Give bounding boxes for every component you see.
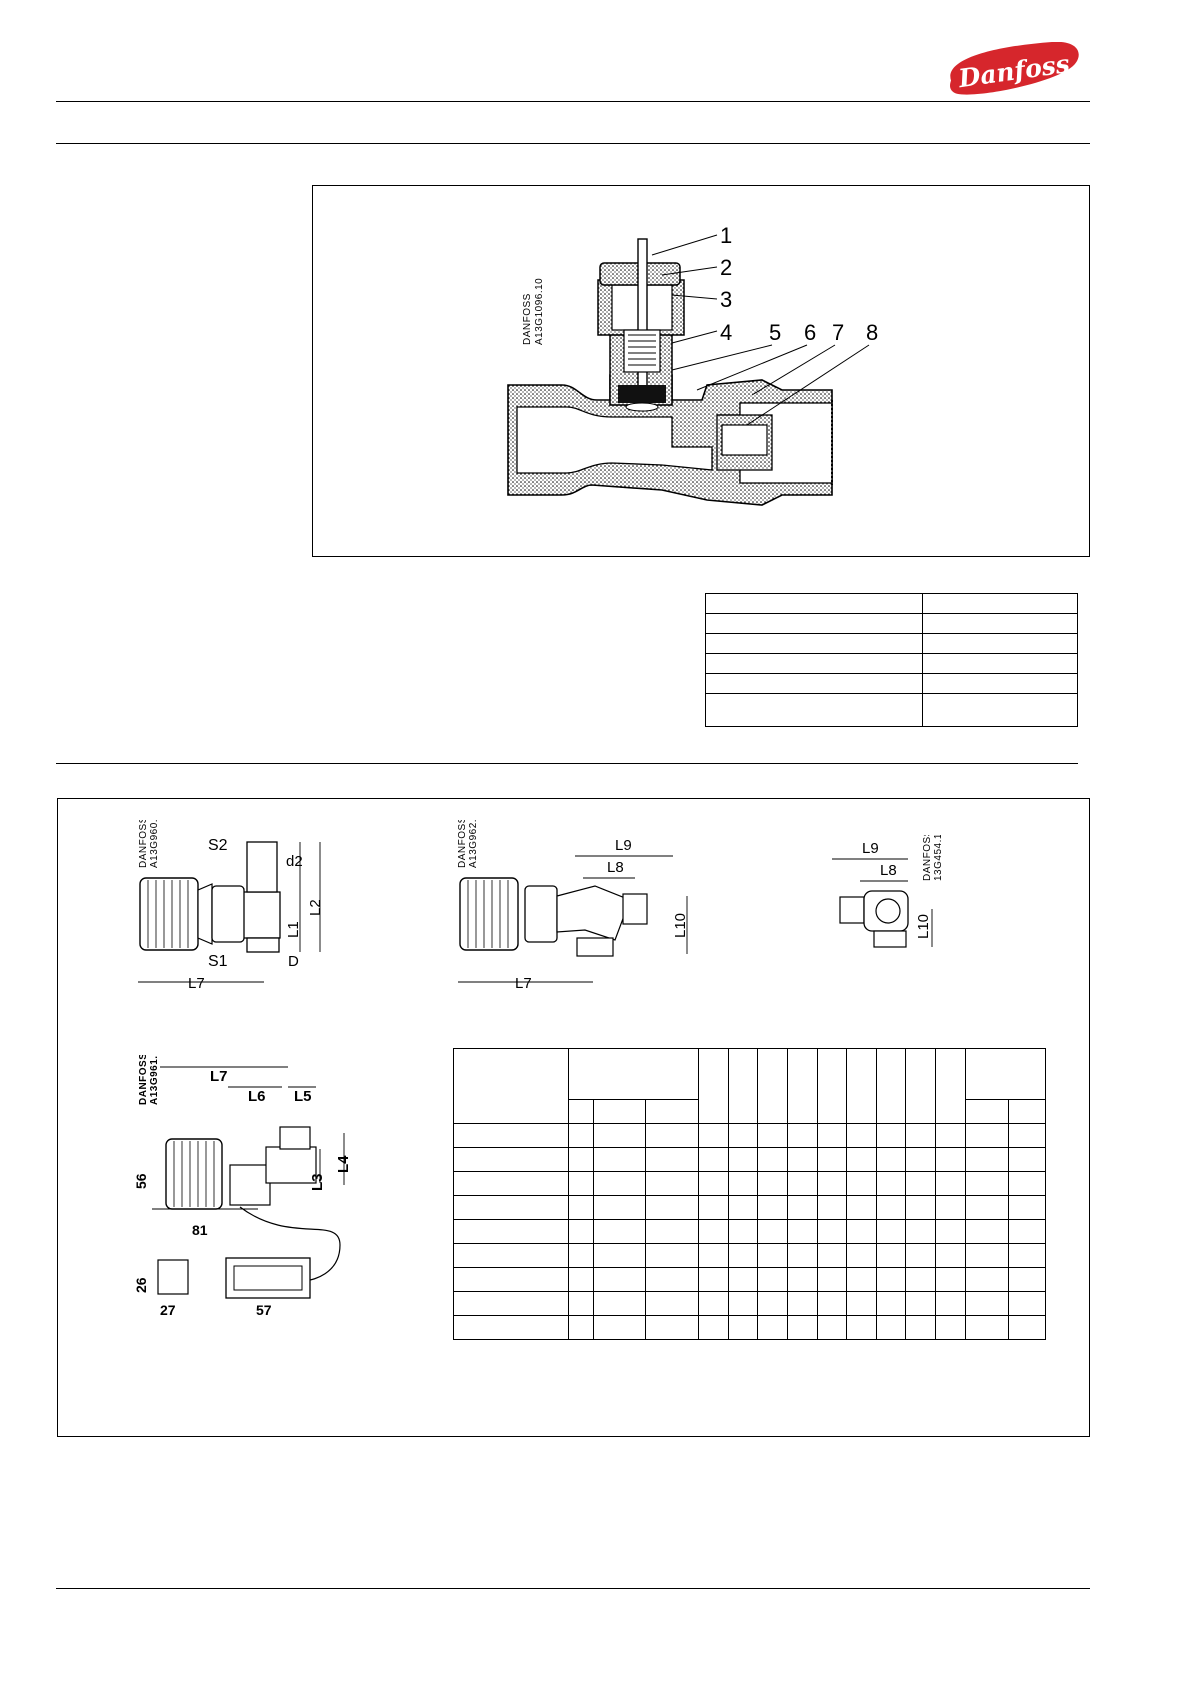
fig1-label-l1: L1 bbox=[285, 921, 302, 938]
table-row bbox=[452, 1243, 1047, 1268]
fig1-label-l7: L7 bbox=[188, 975, 205, 990]
table-row bbox=[452, 1123, 1047, 1148]
callout-3: 3 bbox=[720, 287, 732, 312]
dimension-figure-3: DANFOSS 13G454.10 L9 L8 L10 bbox=[832, 835, 944, 948]
table-row bbox=[452, 1171, 1047, 1196]
callout-8: 8 bbox=[866, 320, 878, 345]
header-rule-second bbox=[56, 143, 1090, 144]
table-row bbox=[452, 1219, 1047, 1244]
fig1-label-s1: S1 bbox=[208, 953, 228, 970]
fig3-label-l10: L10 bbox=[915, 914, 932, 939]
fig2-label-l10: L10 bbox=[672, 913, 689, 938]
fig2-label-l8: L8 bbox=[607, 859, 624, 876]
callout-4: 4 bbox=[720, 320, 732, 345]
valve-section-drawing: DANFOSS A13G1096.10 1 2 3 4 5 6 7 8 bbox=[507, 223, 878, 506]
header-rule-top bbox=[56, 101, 1090, 102]
fig3-label-l9: L9 bbox=[862, 840, 879, 857]
fig1-code-line1: DANFOSS bbox=[138, 820, 149, 868]
table-row bbox=[452, 1195, 1047, 1220]
fig4-label-56: 56 bbox=[133, 1173, 149, 1189]
table-row bbox=[705, 693, 1078, 727]
fig2-label-l7: L7 bbox=[515, 975, 532, 990]
dimension-figure-4: DANFOSS A13G961.10 L7 L6 L5 L4 L3 56 81 … bbox=[133, 1055, 352, 1318]
fig4-label-57: 57 bbox=[256, 1302, 272, 1318]
fig1-label-d: D bbox=[288, 953, 299, 970]
table-row bbox=[705, 653, 1078, 674]
dimensions-frame bbox=[57, 798, 1090, 1437]
fig2-label-l9: L9 bbox=[615, 837, 632, 854]
fig2-code-line1: DANFOSS bbox=[457, 820, 468, 868]
fig4-code-line2: A13G961.10 bbox=[149, 1055, 160, 1105]
fig4-label-l4: L4 bbox=[335, 1155, 352, 1173]
table-header-row bbox=[454, 1099, 1047, 1124]
table-row bbox=[705, 633, 1078, 654]
fig4-label-26: 26 bbox=[133, 1277, 149, 1293]
callout-7: 7 bbox=[832, 320, 844, 345]
section-rule bbox=[56, 763, 1078, 764]
fig1-label-s2: S2 bbox=[208, 837, 228, 854]
table-row bbox=[452, 1315, 1047, 1340]
table-row bbox=[705, 673, 1078, 694]
table-row bbox=[705, 593, 1078, 614]
section-drawing-code-line1: DANFOSS bbox=[522, 293, 533, 345]
callout-1: 1 bbox=[720, 223, 732, 248]
fig3-code-line2: 13G454.10 bbox=[933, 835, 944, 881]
fig1-label-l2: L2 bbox=[307, 899, 324, 916]
materials-table bbox=[705, 593, 1078, 727]
callout-5: 5 bbox=[769, 320, 781, 345]
fig4-label-l5: L5 bbox=[294, 1088, 312, 1105]
table-row bbox=[452, 1291, 1047, 1316]
callout-6: 6 bbox=[804, 320, 816, 345]
danfoss-logo: Danfoss bbox=[950, 42, 1079, 95]
fig1-label-d2: d2 bbox=[286, 853, 303, 870]
fig3-code-line1: DANFOSS bbox=[922, 835, 933, 881]
fig4-label-27: 27 bbox=[160, 1302, 176, 1318]
dimension-figure-1: DANFOSS A13G960.10 S2 d2 L2 L1 S1 D L7 bbox=[138, 820, 324, 990]
section-figure-frame bbox=[312, 185, 1090, 557]
table-row bbox=[705, 613, 1078, 634]
fig3-label-l8: L8 bbox=[880, 862, 897, 879]
callout-2: 2 bbox=[720, 255, 732, 280]
fig4-code-line1: DANFOSS bbox=[138, 1055, 149, 1105]
fig4-label-l6: L6 bbox=[248, 1088, 266, 1105]
fig4-label-l7: L7 bbox=[210, 1068, 228, 1085]
dimensions-table bbox=[452, 1048, 1047, 1340]
fig4-label-81: 81 bbox=[192, 1222, 208, 1238]
table-header-row bbox=[452, 1048, 1047, 1124]
footer-rule bbox=[56, 1588, 1090, 1589]
fig1-code-line2: A13G960.10 bbox=[149, 820, 160, 868]
dimension-figure-2: DANFOSS A13G962.10 L9 L8 L10 L7 bbox=[457, 820, 689, 990]
table-row bbox=[452, 1147, 1047, 1172]
section-drawing-code-line2: A13G1096.10 bbox=[534, 278, 545, 345]
fig2-code-line2: A13G962.10 bbox=[468, 820, 479, 868]
fig4-label-l3: L3 bbox=[309, 1173, 326, 1191]
table-row bbox=[452, 1267, 1047, 1292]
